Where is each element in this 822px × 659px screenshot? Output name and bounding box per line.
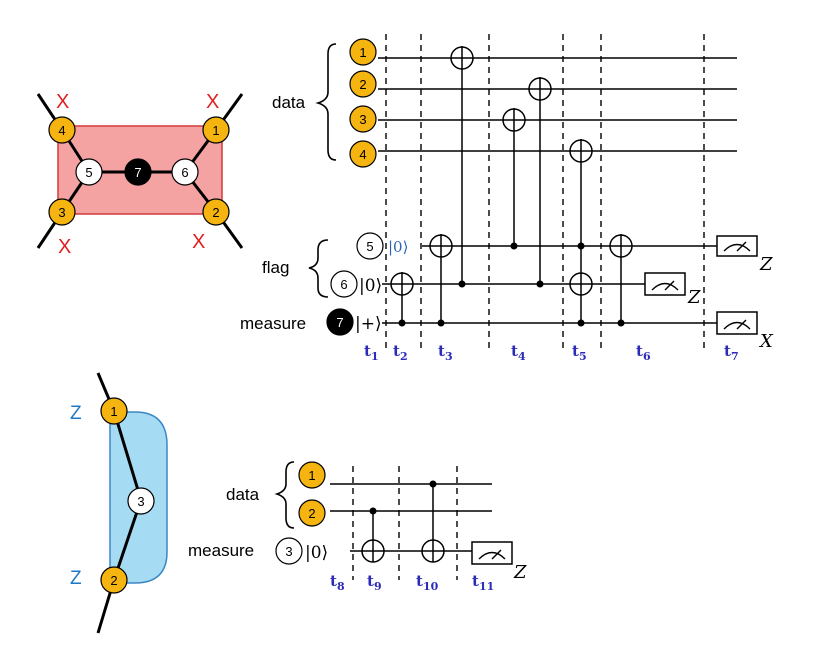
data-brace [315, 43, 337, 161]
meter-icon [471, 541, 513, 565]
circuit-data-qubit-1 [349, 38, 377, 66]
meter-label: Z [687, 287, 701, 308]
qubit-number: 4 [58, 123, 65, 138]
circuit-data-qubit-1 [298, 461, 326, 489]
qubit-number: 3 [285, 544, 292, 559]
time-step-t11: t11 [472, 572, 494, 593]
data-qubit-2 [100, 566, 128, 594]
data-label: data [226, 485, 260, 504]
qubit-number: 3 [137, 494, 144, 509]
time-step-t4: t4 [511, 342, 526, 363]
circuit-measure-qubit-7 [326, 308, 354, 336]
pauli-x-label: X [192, 231, 205, 253]
time-step-t7: t7 [724, 342, 739, 363]
pauli-z-label: Z [70, 403, 82, 424]
data-qubit-1 [202, 116, 230, 144]
pauli-x-label: X [56, 91, 69, 113]
qubit-number: 4 [359, 147, 366, 162]
time-step-t1: t1 [364, 342, 379, 363]
bottom-circuit: data measure 1 2 3 |0⟩ Z t8 t9 t10 t11 [188, 461, 527, 593]
flag-qubit-6 [171, 158, 199, 186]
top-circuit: data flag measure 1 2 3 4 5 |0⟩ 6 |0⟩ 7 … [240, 34, 774, 363]
qubit-number: 5 [85, 165, 92, 180]
data-qubit-3 [48, 198, 76, 226]
meter-icon [716, 235, 758, 257]
measure-label: measure [188, 541, 254, 560]
qubit-number: 2 [110, 573, 117, 588]
qubit-number: 1 [212, 123, 219, 138]
time-step-t3: t3 [438, 342, 453, 363]
qubit-number: 2 [359, 77, 366, 92]
bottom-plaquette: Z Z 1 3 2 [70, 372, 168, 634]
circuit-data-qubit-4 [349, 140, 377, 168]
data-qubit-4 [48, 116, 76, 144]
qubit-number: 5 [366, 239, 373, 254]
qubit-number: 1 [110, 404, 117, 419]
flag-label: flag [262, 258, 289, 277]
time-step-t2: t2 [393, 342, 408, 363]
qubit-number: 2 [308, 506, 315, 521]
time-step-t9: t9 [367, 572, 382, 593]
flag-init-state: |0⟩ [388, 238, 408, 256]
qubit-number: 3 [359, 112, 366, 127]
qubit-number: 2 [212, 205, 219, 220]
meter-icon [716, 311, 758, 335]
qubit-number: 1 [359, 45, 366, 60]
circuit-data-qubit-2 [298, 499, 326, 527]
time-step-t6: t6 [636, 342, 651, 363]
top-plaquette: X X X X 4 1 3 2 5 6 7 [36, 91, 244, 258]
qubit-number: 7 [134, 165, 141, 180]
flag-init-state: |0⟩ [359, 276, 382, 296]
pauli-z-label: Z [70, 568, 82, 589]
circuit-measure-qubit-3 [275, 537, 303, 565]
measure-init-state: |0⟩ [305, 543, 328, 563]
time-step-t10: t10 [416, 572, 439, 593]
measure-init-state: |+⟩ [355, 314, 382, 334]
meter-label: X [758, 331, 774, 352]
flag-brace [308, 239, 329, 298]
time-step-t8: t8 [330, 572, 345, 593]
data-label: data [272, 93, 306, 112]
qubit-number: 7 [336, 315, 343, 330]
qubit-number: 3 [58, 205, 65, 220]
measure-qubit-3 [127, 487, 155, 515]
pauli-x-label: X [206, 91, 219, 113]
meter-label: Z [759, 254, 773, 275]
time-step-t5: t5 [572, 342, 587, 363]
flag-qubit-5 [75, 158, 103, 186]
circuit-data-qubit-3 [349, 105, 377, 133]
measure-qubit-7 [124, 158, 152, 186]
qubit-number: 1 [308, 468, 315, 483]
qubit-number: 6 [181, 165, 188, 180]
data-qubit-1 [100, 397, 128, 425]
qubit-number: 6 [340, 277, 347, 292]
meter-icon [644, 272, 686, 296]
measure-label: measure [240, 314, 306, 333]
meter-label: Z [513, 562, 527, 583]
data-qubit-2 [202, 198, 230, 226]
pauli-x-label: X [58, 236, 71, 258]
circuit-flag-qubit-6 [330, 270, 358, 298]
data-brace [274, 461, 295, 529]
circuit-data-qubit-2 [349, 70, 377, 98]
circuit-flag-qubit-5 [356, 232, 384, 260]
